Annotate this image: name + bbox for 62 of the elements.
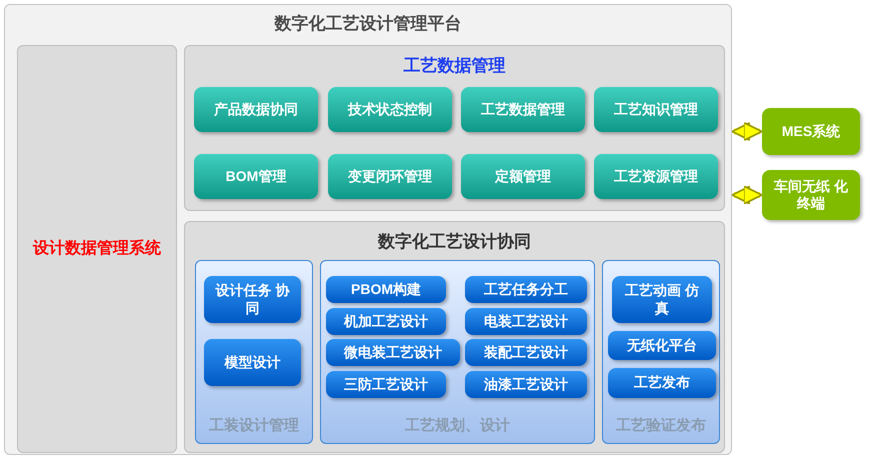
node-label: BOM管理	[224, 168, 288, 186]
node-label: 工艺规划、设计	[404, 416, 511, 436]
function-box	[204, 276, 301, 323]
function-box	[465, 276, 587, 303]
node-label: 工艺发布	[633, 374, 691, 392]
function-box	[328, 154, 452, 199]
node-label: 数字化工艺设计管理平台	[273, 13, 462, 35]
function-box	[465, 371, 587, 398]
function-box	[608, 331, 716, 360]
node-label: PBOM构建	[350, 280, 422, 298]
node-label: 装配工艺设计	[483, 344, 569, 362]
node-label: 数字化工艺设计协同	[376, 231, 532, 253]
double-arrow	[731, 122, 763, 142]
node-label: 工装设计管理	[208, 416, 300, 436]
function-box	[326, 308, 446, 335]
node-label: 微电装工艺设计	[342, 344, 443, 362]
group-panel	[195, 260, 313, 444]
function-box	[461, 87, 585, 132]
node-label: 工艺任务分工	[483, 280, 569, 298]
function-box	[465, 308, 587, 335]
node-label: 工艺资源管理	[613, 168, 699, 186]
node-label: 车间无纸 化终端	[773, 178, 849, 212]
node-label: 工艺知识管理	[613, 100, 699, 118]
module-panel	[184, 221, 725, 453]
function-box	[326, 339, 460, 366]
node-label: 技术状态控制	[346, 100, 433, 118]
function-box	[326, 276, 446, 303]
node-label: 三防工艺设计	[343, 376, 429, 394]
function-box	[594, 87, 718, 132]
group-panel	[602, 260, 720, 444]
external-system-box	[762, 170, 860, 220]
function-box	[194, 154, 318, 199]
function-box	[204, 339, 301, 386]
node-label: 设计数据管理系统	[33, 238, 161, 259]
node-label: 设计任务 协同	[214, 282, 291, 317]
module-panel	[184, 45, 725, 211]
node-label: 工艺动画 仿真	[624, 282, 700, 317]
node-label: MES系统	[780, 122, 842, 140]
function-box	[461, 154, 585, 199]
node-label: 工艺数据管理	[480, 100, 566, 118]
node-label: 电装工艺设计	[483, 312, 569, 330]
function-box	[328, 87, 452, 132]
external-system-box	[762, 108, 860, 155]
group-panel	[320, 260, 595, 444]
function-box	[465, 339, 587, 366]
node-label: 定额管理	[494, 168, 552, 186]
function-box	[612, 276, 712, 323]
node-label: 无纸化平台	[626, 336, 698, 354]
platform-panel	[4, 4, 732, 455]
function-box	[326, 371, 446, 398]
function-box	[608, 368, 716, 398]
function-box	[594, 154, 718, 199]
node-label: 模型设计	[223, 354, 282, 372]
node-label: 工艺数据管理	[402, 55, 506, 77]
node-label: 油漆工艺设计	[483, 376, 569, 394]
system-panel	[17, 45, 177, 453]
node-label: 变更闭环管理	[346, 168, 433, 186]
node-label: 机加工艺设计	[342, 312, 429, 330]
node-label: 工艺验证发布	[615, 416, 707, 436]
double-arrow	[731, 185, 763, 205]
function-box	[194, 87, 318, 132]
node-label: 产品数据协同	[213, 100, 299, 118]
